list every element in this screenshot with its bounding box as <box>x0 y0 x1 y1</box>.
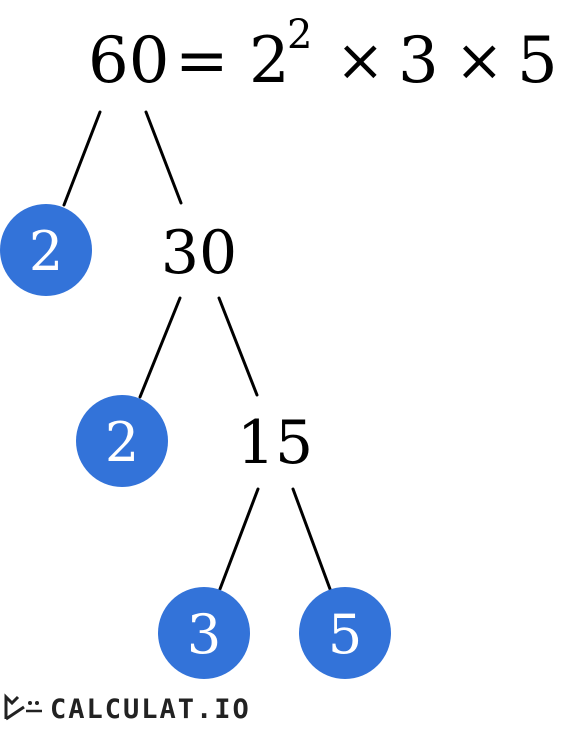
prime-value: 2 <box>29 220 63 283</box>
equation-equals: = <box>175 24 229 98</box>
prime-circle <box>158 587 250 679</box>
brand-watermark: CALCULAT.IO <box>4 692 251 726</box>
prime-value: 2 <box>105 411 139 474</box>
branch-15-to-5 <box>291 487 332 591</box>
prime-node-level-3-left: 3 <box>158 587 250 679</box>
prime-circle <box>299 587 391 679</box>
prime-node-level-1: 2 <box>0 204 92 296</box>
factorization-equation: 60 = 2 2 × 3 × 5 <box>88 12 558 98</box>
equation-times-2: × <box>455 26 504 94</box>
prime-node-level-3-right: 5 <box>299 587 391 679</box>
equation-base: 2 <box>249 24 290 98</box>
branch-30-to-15 <box>217 296 259 397</box>
brand-name: CALCULAT.IO <box>50 693 251 725</box>
prime-circle <box>76 395 168 487</box>
branch-60-to-30 <box>144 110 183 205</box>
equation-times-1: × <box>336 26 385 94</box>
calculator-logo-icon <box>4 692 44 726</box>
branch-15-to-3 <box>218 487 260 591</box>
composite-node-15: 15 <box>237 408 313 478</box>
equation-factor-3: 5 <box>517 24 558 98</box>
tree-branches <box>62 110 332 591</box>
equation-lhs: 60 <box>88 24 169 98</box>
prime-value: 5 <box>328 603 362 666</box>
composite-node-30: 30 <box>161 218 237 288</box>
equation-exponent: 2 <box>287 12 312 58</box>
prime-circle <box>0 204 92 296</box>
branch-60-to-2 <box>62 110 102 207</box>
prime-value: 3 <box>187 603 221 666</box>
equation-factor-2: 3 <box>398 24 439 98</box>
branch-30-to-2 <box>138 296 182 399</box>
prime-node-level-2: 2 <box>76 395 168 487</box>
